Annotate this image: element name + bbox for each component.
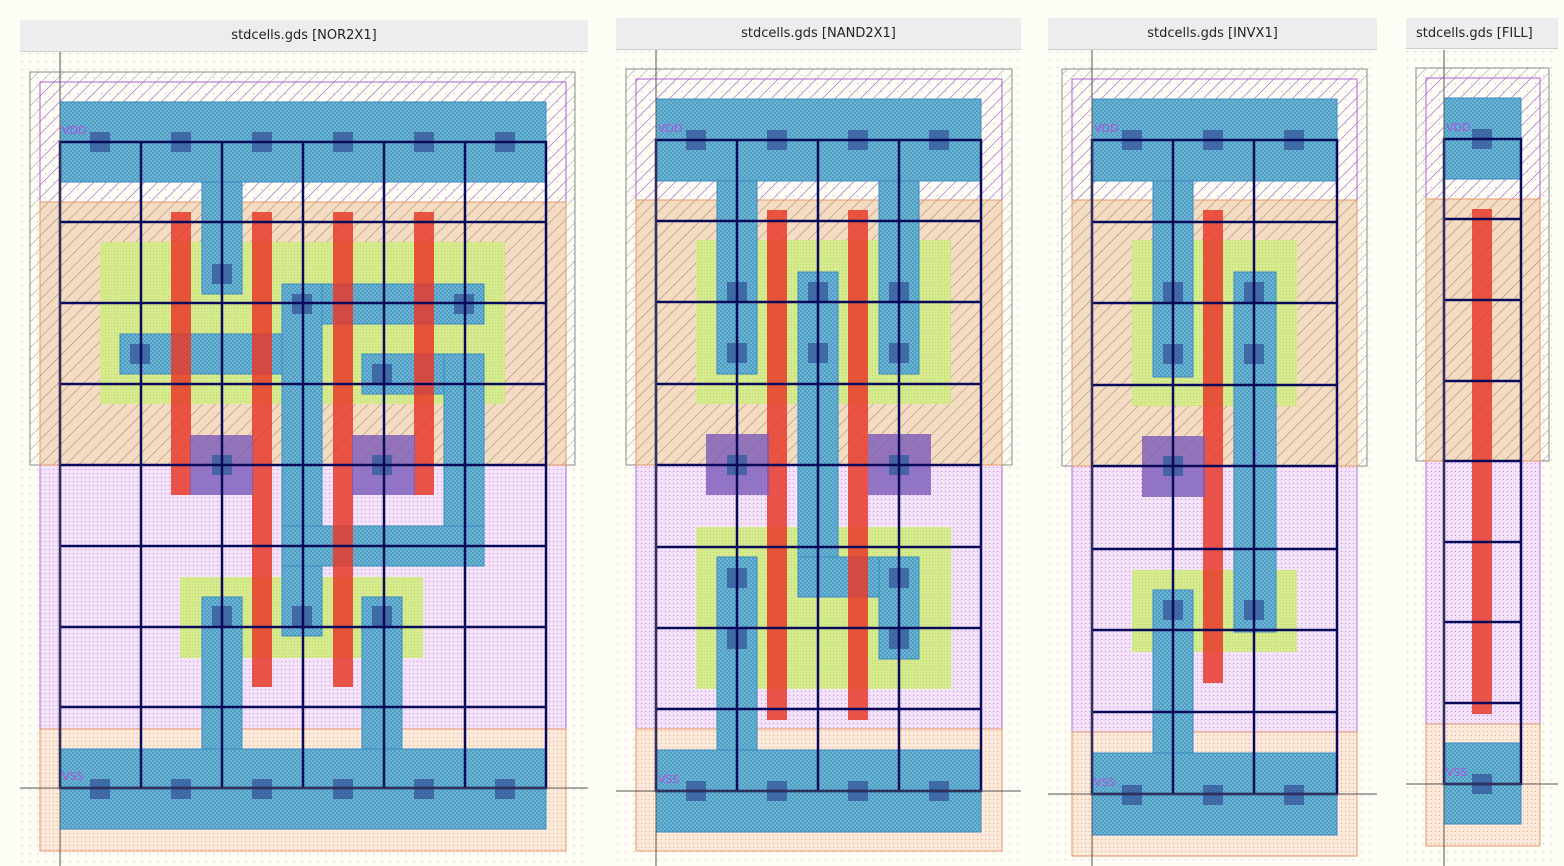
layout-canvas-fill[interactable]: VDD VSS — [1406, 50, 1558, 866]
contacts — [90, 132, 515, 799]
poly-gate — [1203, 210, 1223, 683]
vdd-label: VDD — [1094, 122, 1118, 135]
layout-canvas-invx1[interactable]: A Y VDD VSS — [1048, 50, 1377, 866]
window-title-fill: stdcells.gds [FILL] — [1406, 18, 1558, 49]
vss-label: VSS — [1446, 766, 1468, 779]
layout-canvas-nor2x1[interactable]: A B VDD VSS — [20, 52, 588, 866]
layout-canvas-nand2x1[interactable]: A B VDD VSS — [616, 50, 1021, 866]
vss-label: VSS — [658, 773, 680, 786]
window-title-nor2x1: stdcells.gds [NOR2X1] — [20, 20, 588, 52]
vdd-label: VDD — [658, 122, 682, 135]
routing-grid — [58, 140, 548, 790]
vdd-label: VDD — [1446, 121, 1470, 134]
window-title-invx1: stdcells.gds [INVX1] — [1048, 18, 1377, 50]
window-title-nand2x1: stdcells.gds [NAND2X1] — [616, 18, 1021, 50]
vss-label: VSS — [1094, 776, 1116, 789]
vss-label: VSS — [62, 770, 84, 783]
vdd-label: VDD — [62, 124, 86, 137]
poly-gates — [171, 212, 434, 687]
